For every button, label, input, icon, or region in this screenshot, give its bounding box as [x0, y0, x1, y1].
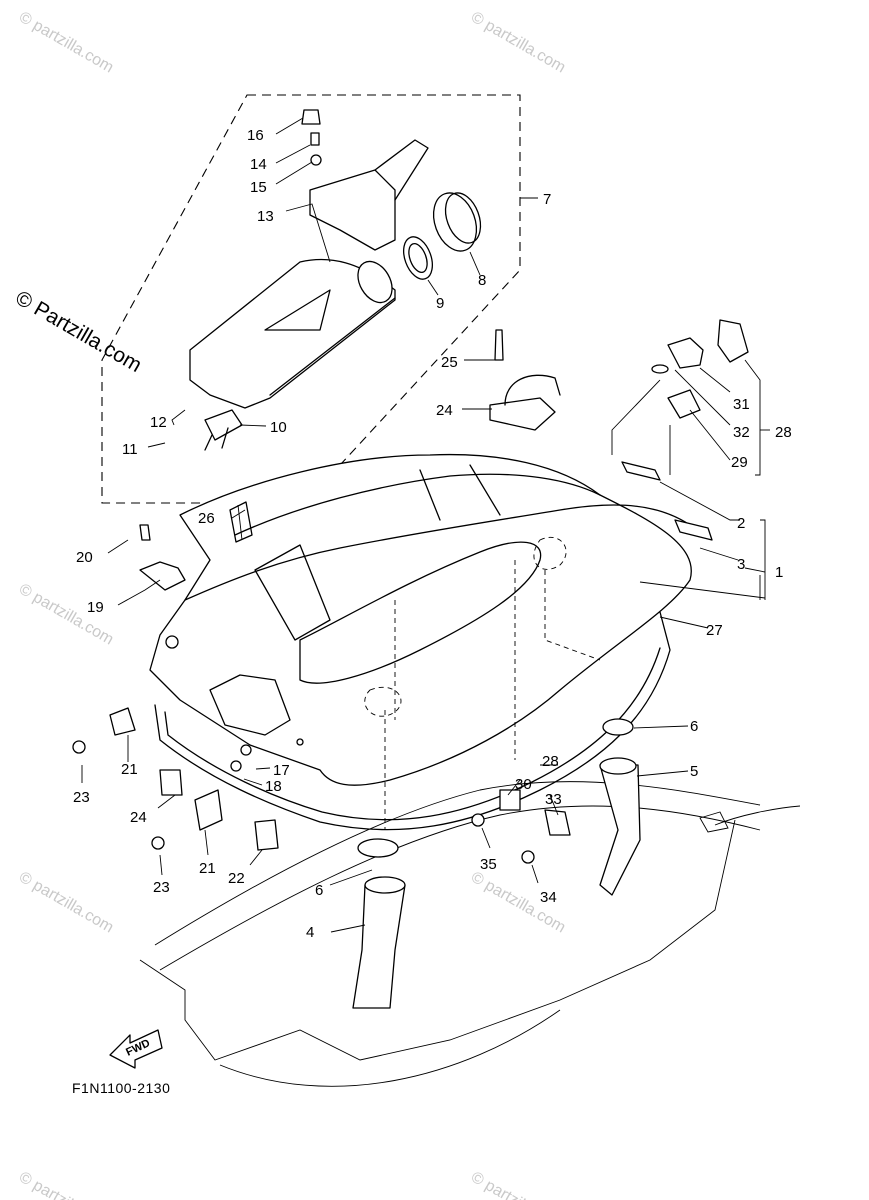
hull-outline — [139, 781, 801, 1087]
hose-5 — [599, 718, 641, 896]
bracket-10 — [204, 409, 243, 451]
callout-32: 32 — [733, 424, 750, 441]
callout-23: 23 — [153, 879, 170, 896]
cover-assembly — [189, 109, 482, 409]
brackets-28-group — [651, 319, 749, 419]
callout-26: 26 — [198, 510, 215, 527]
callout-31: 31 — [733, 396, 750, 413]
faint-watermark: © partzilla.com — [468, 9, 568, 77]
callout-5: 5 — [690, 763, 698, 780]
partzilla-watermark: © Partzilla.com — [12, 286, 146, 377]
callout-24: 24 — [436, 402, 453, 419]
callout-28: 28 — [775, 424, 792, 441]
callout-17: 17 — [273, 762, 290, 779]
drawing-code: F1N1100-2130 — [72, 1080, 170, 1096]
lower-right-hardware — [471, 789, 571, 864]
callout-15: 15 — [250, 179, 267, 196]
callout-23: 23 — [73, 789, 90, 806]
fwd-arrow: FWD — [109, 1029, 163, 1069]
hatch-body-1 — [149, 453, 692, 830]
callout-13: 13 — [257, 208, 274, 225]
faint-watermark: © partzilla.com — [16, 9, 116, 77]
callout-14: 14 — [250, 156, 267, 173]
callout-1: 1 — [775, 564, 783, 581]
faint-watermark: © partzilla.com — [468, 1169, 568, 1200]
callout-8: 8 — [478, 272, 486, 289]
callout-19: 19 — [87, 599, 104, 616]
callout-24: 24 — [130, 809, 147, 826]
callout-2: 2 — [737, 515, 745, 532]
callout-34: 34 — [540, 889, 557, 906]
callout-12: 12 — [150, 414, 167, 431]
callout-22: 22 — [228, 870, 245, 887]
callout-18: 18 — [265, 778, 282, 795]
callout-27: 27 — [706, 622, 723, 639]
callout-16: 16 — [247, 127, 264, 144]
faint-watermark: © partzilla.com — [16, 869, 116, 937]
leader-lines — [81, 117, 770, 933]
callout-4: 4 — [306, 924, 314, 941]
callout-9: 9 — [436, 295, 444, 312]
handle-24 — [489, 329, 561, 431]
callout-3: 3 — [737, 556, 745, 573]
callout-35: 35 — [480, 856, 497, 873]
lower-hardware — [72, 524, 279, 851]
callout-20: 20 — [76, 549, 93, 566]
callout-29: 29 — [731, 454, 748, 471]
callout-25: 25 — [441, 354, 458, 371]
rail-26 — [229, 501, 253, 543]
callout-30: 30 — [515, 776, 532, 793]
callout-28: 28 — [542, 753, 559, 770]
callout-21: 21 — [199, 860, 216, 877]
callout-6: 6 — [315, 882, 323, 899]
callout-11: 11 — [122, 441, 138, 458]
callout-6: 6 — [690, 718, 698, 735]
faint-watermark: © partzilla.com — [16, 1169, 116, 1200]
callout-33: 33 — [545, 791, 562, 808]
hose-4 — [352, 838, 406, 1009]
callout-21: 21 — [121, 761, 138, 778]
callout-10: 10 — [270, 419, 287, 436]
callout-7: 7 — [543, 191, 551, 208]
pads-2-3 — [621, 461, 713, 541]
callouts: 16 14 15 13 7 8 9 12 11 10 25 24 31 32 2… — [73, 127, 792, 941]
